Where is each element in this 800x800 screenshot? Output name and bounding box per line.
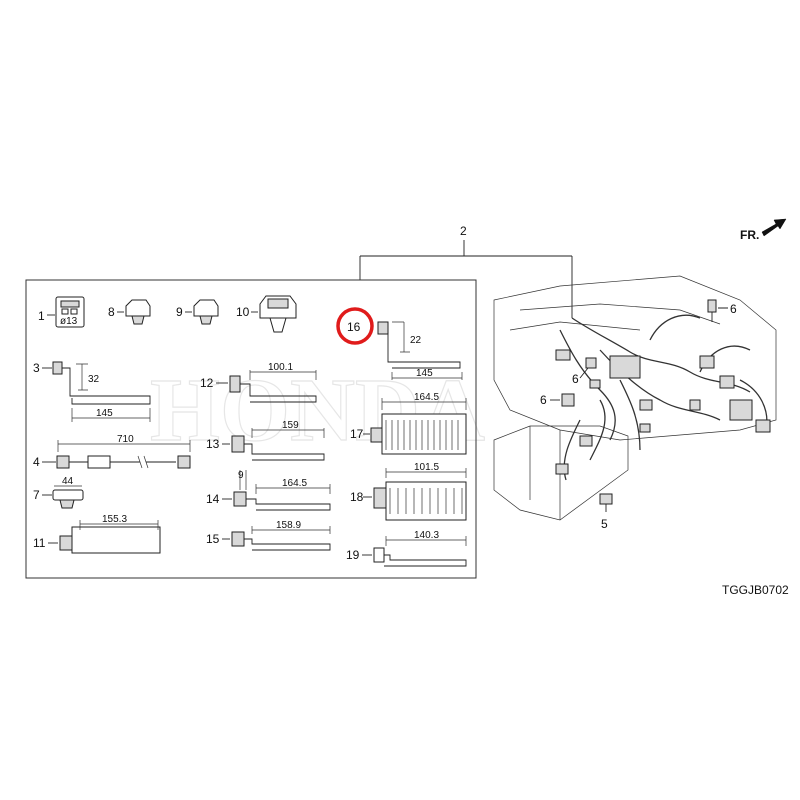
part-12: 12 100.1 (200, 362, 317, 403)
callout-1: 1 (38, 309, 45, 323)
callout-7: 7 (33, 488, 40, 502)
callout-9: 9 (176, 305, 183, 319)
part-14: 14 9 164.5 (206, 470, 331, 511)
callout-18: 18 (350, 490, 364, 504)
part-1-diameter: ø13 (60, 316, 78, 327)
callout-12: 12 (200, 376, 214, 390)
part-9: 9 (176, 299, 219, 325)
dim-18: 101.5 (414, 462, 439, 473)
part-18: 18 101.5 (350, 462, 467, 521)
dim-11: 155.3 (102, 514, 127, 525)
part-13: 13 159 (206, 420, 325, 461)
assembly-callout: 2 (359, 224, 573, 318)
dim-16-height: 22 (410, 335, 422, 346)
callout-10: 10 (236, 305, 250, 319)
dim-12: 100.1 (268, 362, 293, 373)
dim-15: 158.9 (276, 520, 301, 531)
dim-3-height: 32 (88, 374, 100, 385)
dim-14-height: 9 (238, 470, 244, 481)
part-6-left: 6 (540, 393, 575, 407)
callout-5: 5 (601, 517, 608, 531)
part-16: 16 22 145 (347, 320, 463, 380)
part-19: 19 140.3 (346, 530, 467, 567)
callout-6-left: 6 (540, 393, 547, 407)
diagram-code: TGGJB0702 (722, 583, 789, 597)
dim-16-width: 145 (416, 368, 433, 379)
part-6-mid: 6 (572, 357, 597, 386)
callout-13: 13 (206, 437, 220, 451)
part-8: 8 (108, 299, 151, 325)
dim-19: 140.3 (414, 530, 439, 541)
front-direction-indicator: FR. (740, 218, 787, 242)
part-17: 17 164.5 (350, 392, 467, 455)
front-arrow-icon (761, 218, 787, 237)
dim-14-width: 164.5 (282, 478, 307, 489)
dim-3-width: 145 (96, 408, 113, 419)
part-11: 11 155.3 (33, 514, 161, 554)
part-15: 15 158.9 (206, 520, 331, 551)
callout-16: 16 (347, 320, 361, 334)
part-3: 3 32 145 (33, 361, 151, 422)
part-1: 1 ø13 (38, 296, 85, 328)
front-direction-label: FR. (740, 228, 759, 242)
dim-7: 44 (62, 476, 74, 487)
dim-17: 164.5 (414, 392, 439, 403)
callout-6-top: 6 (730, 302, 737, 316)
callout-4: 4 (33, 455, 40, 469)
part-6-top: 6 (707, 299, 737, 322)
part-7: 7 44 (33, 476, 84, 509)
part-4: 4 710 (33, 434, 191, 469)
callout-11: 11 (33, 536, 46, 550)
callout-6-mid: 6 (572, 372, 579, 386)
dim-13: 159 (282, 420, 299, 431)
part-5: 5 (599, 493, 613, 531)
callout-19: 19 (346, 548, 360, 562)
highlight-ring (336, 307, 374, 345)
callout-15: 15 (206, 532, 220, 546)
dim-4: 710 (117, 434, 134, 445)
part-10: 10 (236, 295, 297, 333)
callout-14: 14 (206, 492, 220, 506)
callout-3: 3 (33, 361, 40, 375)
callout-8: 8 (108, 305, 115, 319)
parts-kit-frame (25, 279, 477, 579)
harness-illustration (493, 275, 777, 521)
callout-17: 17 (350, 427, 364, 441)
callout-2: 2 (460, 224, 467, 238)
